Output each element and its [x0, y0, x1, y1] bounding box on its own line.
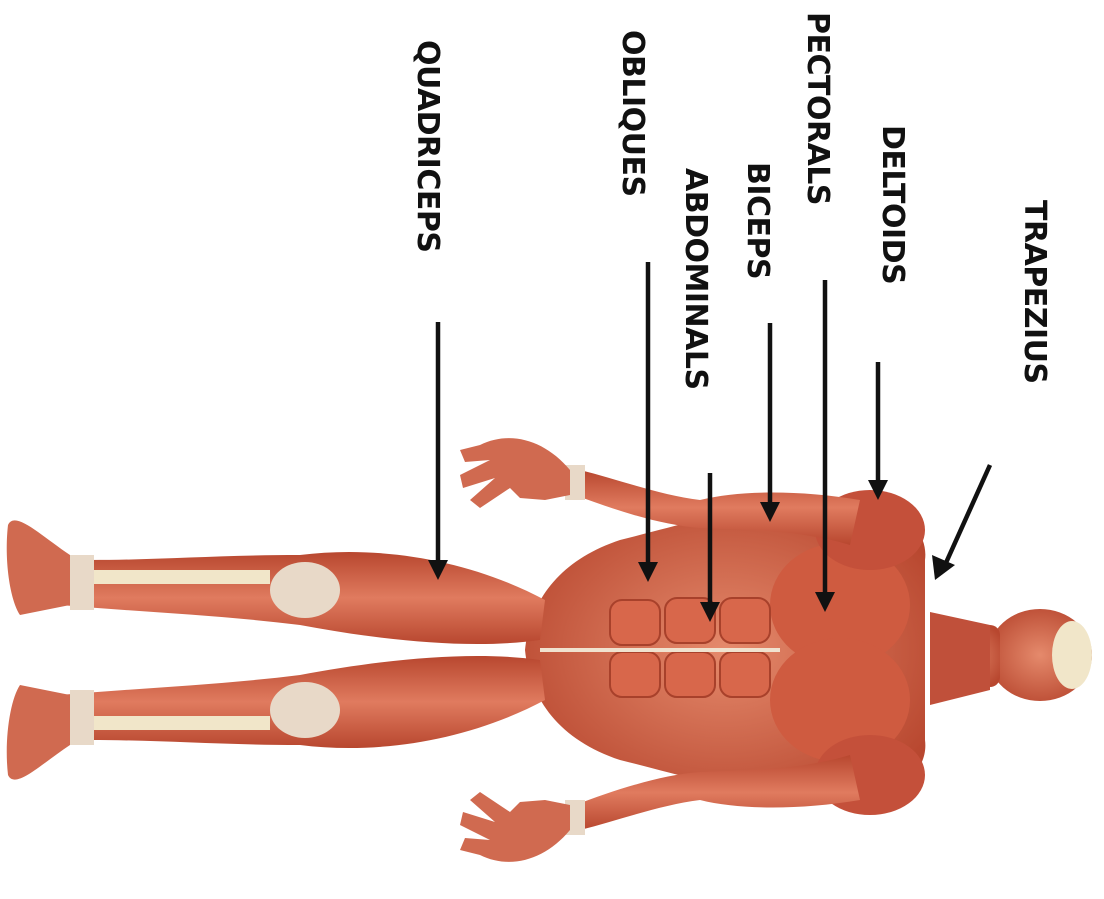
- label-trapezius: TRAPEZIUS: [1017, 200, 1052, 384]
- hand-left: [460, 438, 570, 508]
- arrow-deltoids: [868, 362, 888, 500]
- label-abdominals: ABDOMINALS: [678, 168, 713, 390]
- arrow-trapezius: [932, 465, 990, 580]
- arrow-biceps: [760, 323, 780, 522]
- body-figure: [7, 438, 1092, 862]
- hand-right: [460, 792, 570, 862]
- labels: TRAPEZIUS DELTOIDS PECTORALS BICEPS ABDO…: [410, 12, 1052, 390]
- label-obliques: OBLIQUES: [615, 30, 650, 197]
- label-quadriceps: QUADRICEPS: [410, 40, 445, 252]
- foot-right: [7, 685, 70, 780]
- label-biceps: BICEPS: [740, 162, 775, 279]
- arrow-quadriceps: [428, 322, 448, 580]
- foot-left: [7, 520, 70, 615]
- label-deltoids: DELTOIDS: [875, 125, 910, 284]
- label-pectorals: PECTORALS: [800, 12, 835, 205]
